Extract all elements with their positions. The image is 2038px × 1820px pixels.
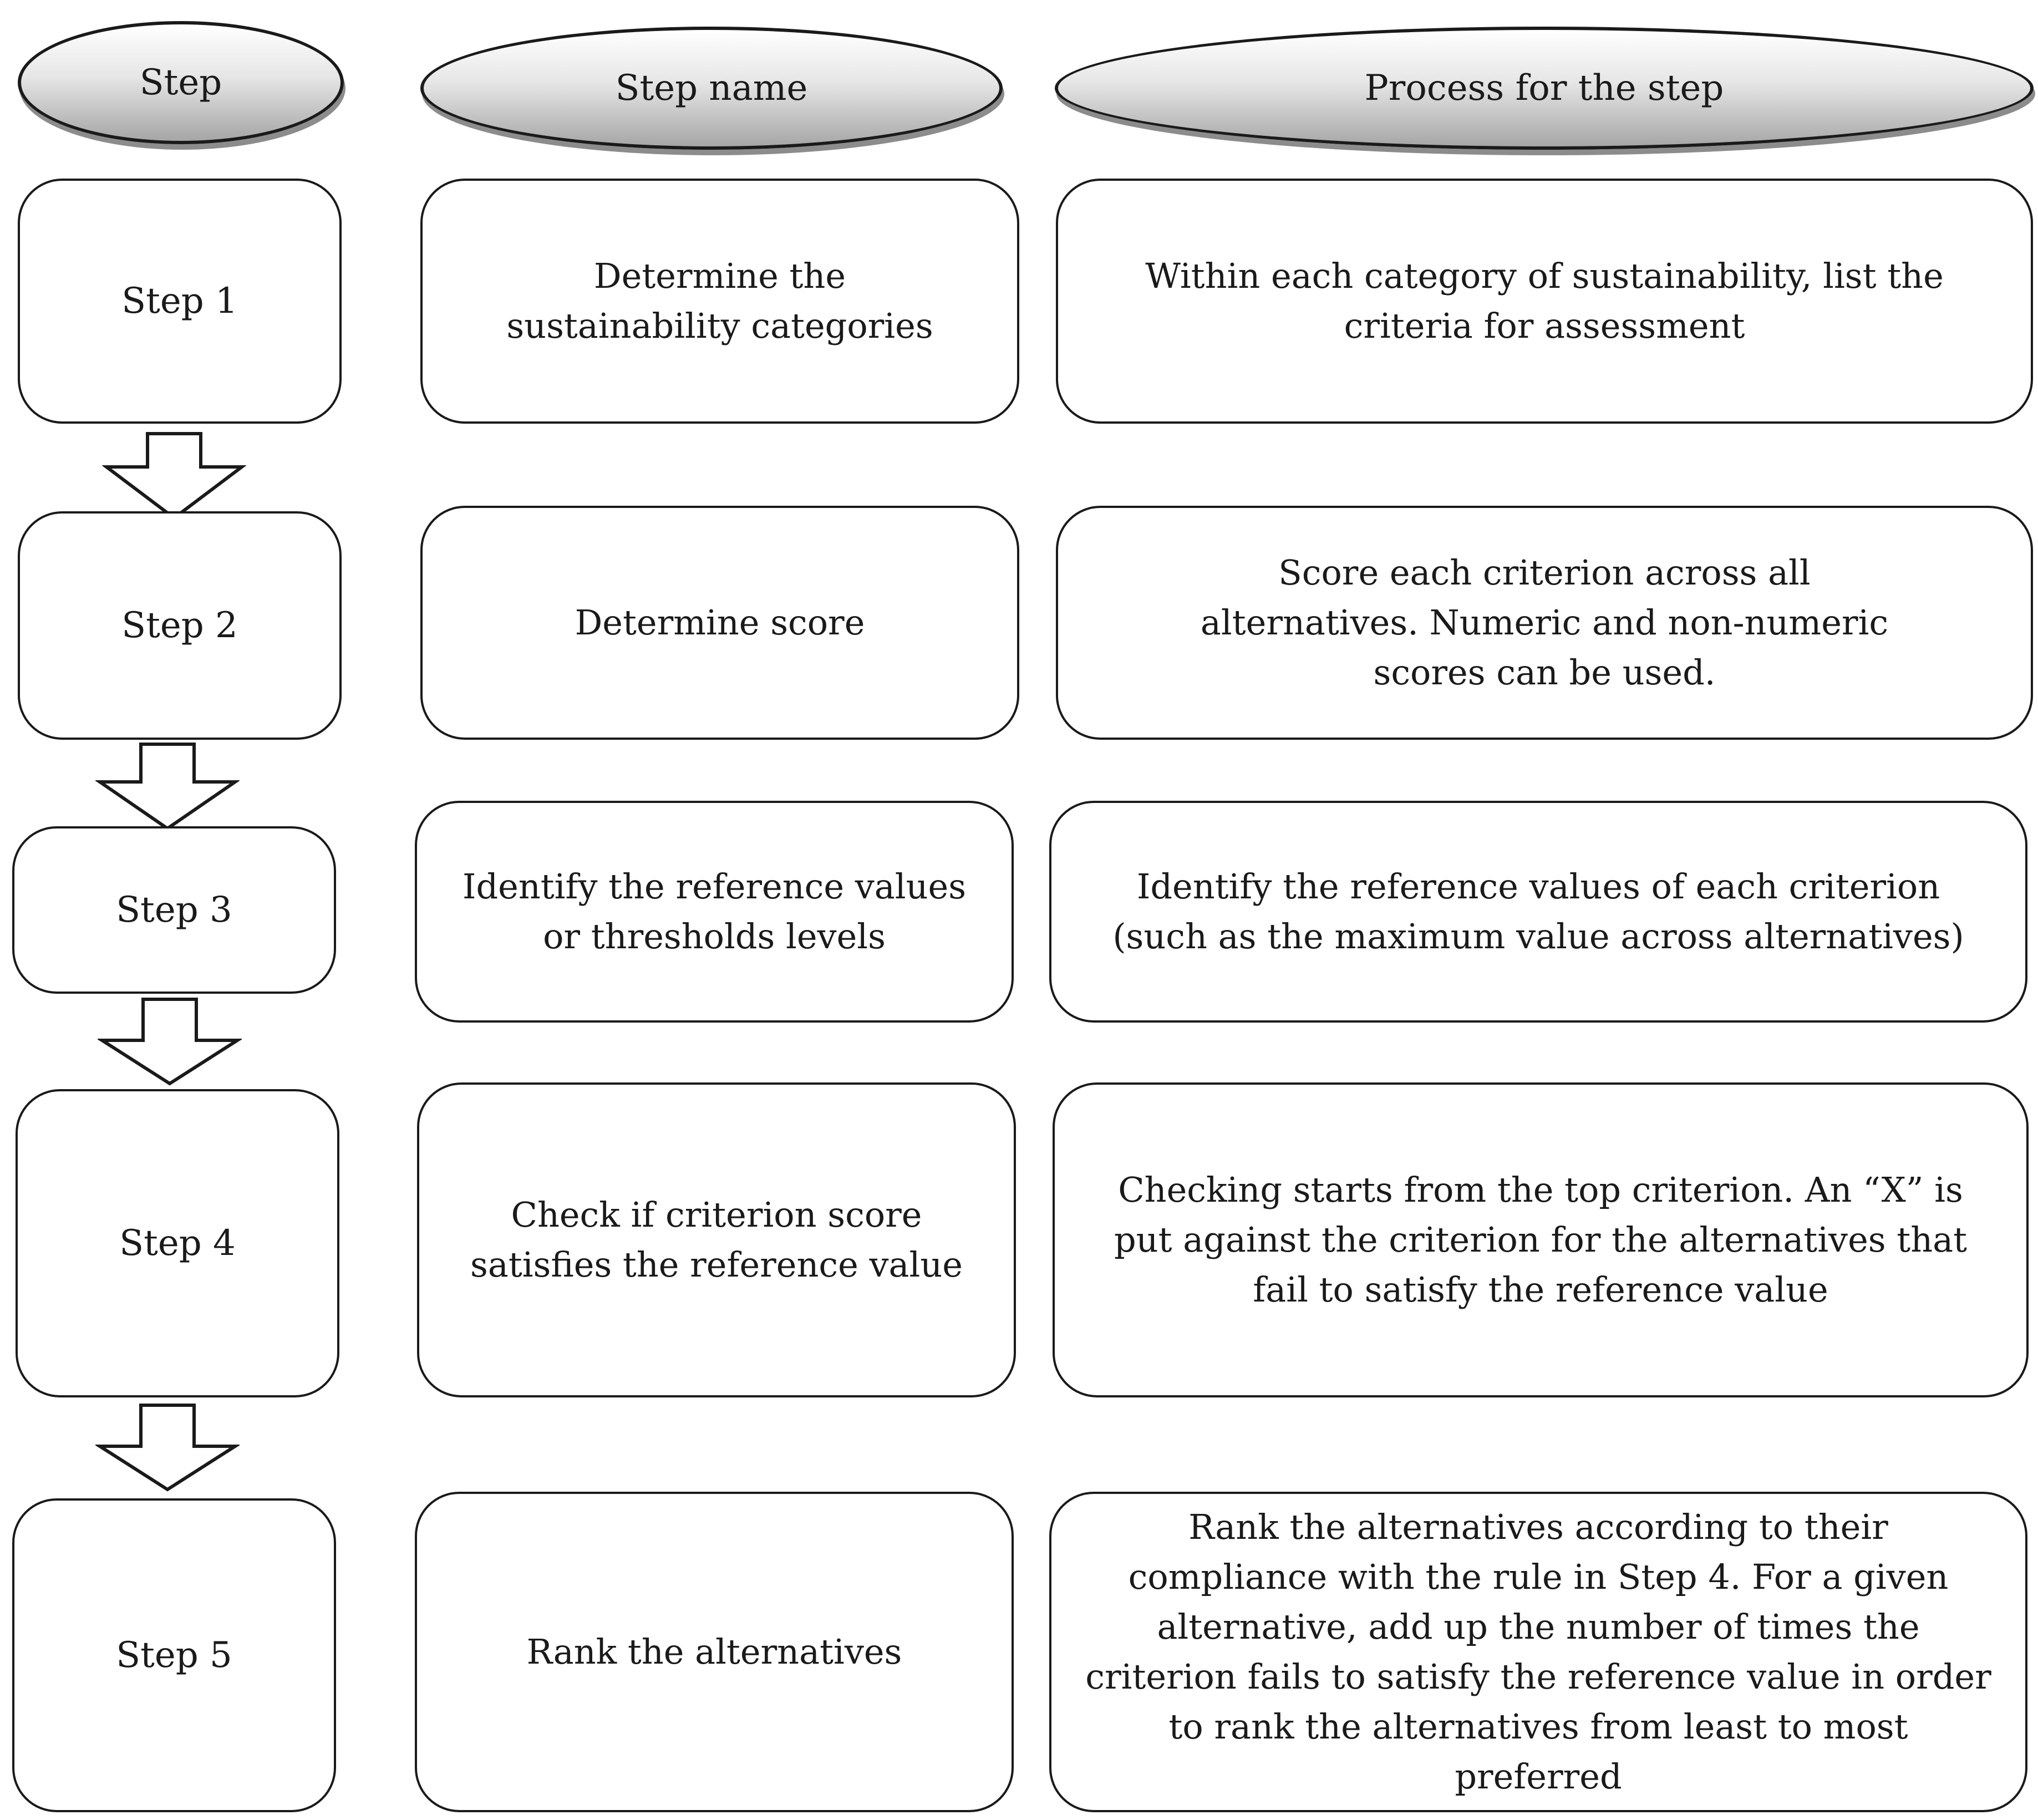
step-2-label: Step 2: [121, 604, 238, 646]
down-arrow-1-icon: [102, 432, 246, 520]
step-3-box: Step 3: [12, 826, 336, 994]
step-5-label: Step 5: [116, 1634, 232, 1676]
step-4-process-box: Checking starts from the top criterion. …: [1053, 1082, 2029, 1397]
header-step-label: Step: [139, 62, 222, 103]
step-4-label: Step 4: [119, 1222, 236, 1264]
step-4-name-box: Check if criterion score satisfies the r…: [417, 1082, 1016, 1397]
step-5-process: Rank the alternatives according to their…: [1085, 1507, 1991, 1797]
down-arrow-2-icon: [95, 743, 240, 831]
step-1-label: Step 1: [121, 280, 238, 322]
step-2-process-box: Score each criterion across all alternat…: [1056, 506, 2033, 740]
step-2-name: Determine score: [575, 602, 865, 643]
step-3-process: Identify the reference values of each cr…: [1112, 866, 1964, 957]
down-arrow-4-icon: [95, 1404, 240, 1492]
step-5-box: Step 5: [12, 1498, 336, 1812]
step-3-label: Step 3: [116, 889, 232, 931]
step-1-name-box: Determine the sustainability categories: [420, 179, 1019, 424]
step-5-name: Rank the alternatives: [526, 1631, 902, 1672]
step-5-name-box: Rank the alternatives: [415, 1492, 1014, 1812]
step-3-process-box: Identify the reference values of each cr…: [1049, 801, 2027, 1023]
step-1-process: Within each category of sustainability, …: [1145, 256, 1944, 346]
step-2-box: Step 2: [18, 511, 342, 740]
step-1-process-box: Within each category of sustainability, …: [1056, 179, 2033, 424]
step-4-box: Step 4: [16, 1089, 339, 1397]
down-arrow-3-icon: [98, 998, 242, 1086]
step-1-name: Determine the sustainability categories: [506, 256, 933, 346]
step-5-process-box: Rank the alternatives according to their…: [1049, 1492, 2027, 1812]
step-4-name: Check if criterion score satisfies the r…: [470, 1194, 963, 1285]
header-process-label: Process for the step: [1364, 68, 1724, 109]
step-1-box: Step 1: [18, 179, 342, 424]
step-2-name-box: Determine score: [420, 506, 1019, 740]
header-process: Process for the step: [1055, 27, 2034, 150]
header-step-name: Step name: [420, 27, 1003, 150]
header-step-name-label: Step name: [615, 68, 808, 109]
step-3-name: Identify the reference values or thresho…: [462, 866, 967, 957]
step-3-name-box: Identify the reference values or thresho…: [415, 801, 1014, 1023]
header-step: Step: [18, 21, 344, 144]
step-2-process: Score each criterion across all alternat…: [1200, 552, 1889, 693]
step-4-process: Checking starts from the top criterion. …: [1114, 1170, 1968, 1310]
